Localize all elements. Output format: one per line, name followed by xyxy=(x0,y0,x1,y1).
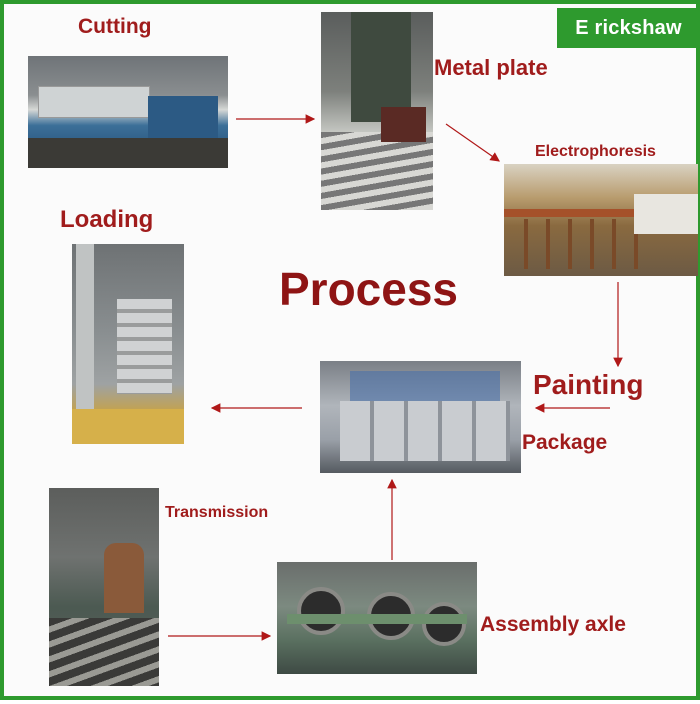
label-package: Package xyxy=(522,431,608,454)
photo-metal-plate xyxy=(321,12,433,210)
center-title: Process xyxy=(279,263,459,315)
photo-transmission xyxy=(49,488,159,686)
label-painting: Painting xyxy=(533,369,644,400)
label-transmission: Transmission xyxy=(165,504,269,521)
label-assembly-axle: Assembly axle xyxy=(480,613,626,636)
photo-cutting xyxy=(28,56,228,168)
photo-assembly-axle xyxy=(277,562,477,674)
label-electrophoresis: Electrophoresis xyxy=(535,143,656,160)
photo-package xyxy=(320,361,521,473)
label-metal-plate: Metal plate xyxy=(434,55,548,80)
photo-electrophoresis xyxy=(504,164,698,276)
label-loading: Loading xyxy=(60,206,154,233)
arrow-metal-to-electro xyxy=(445,123,500,162)
brand-badge: E rickshaw xyxy=(557,8,700,48)
label-cutting: Cutting xyxy=(78,15,152,38)
photo-loading xyxy=(72,244,184,444)
